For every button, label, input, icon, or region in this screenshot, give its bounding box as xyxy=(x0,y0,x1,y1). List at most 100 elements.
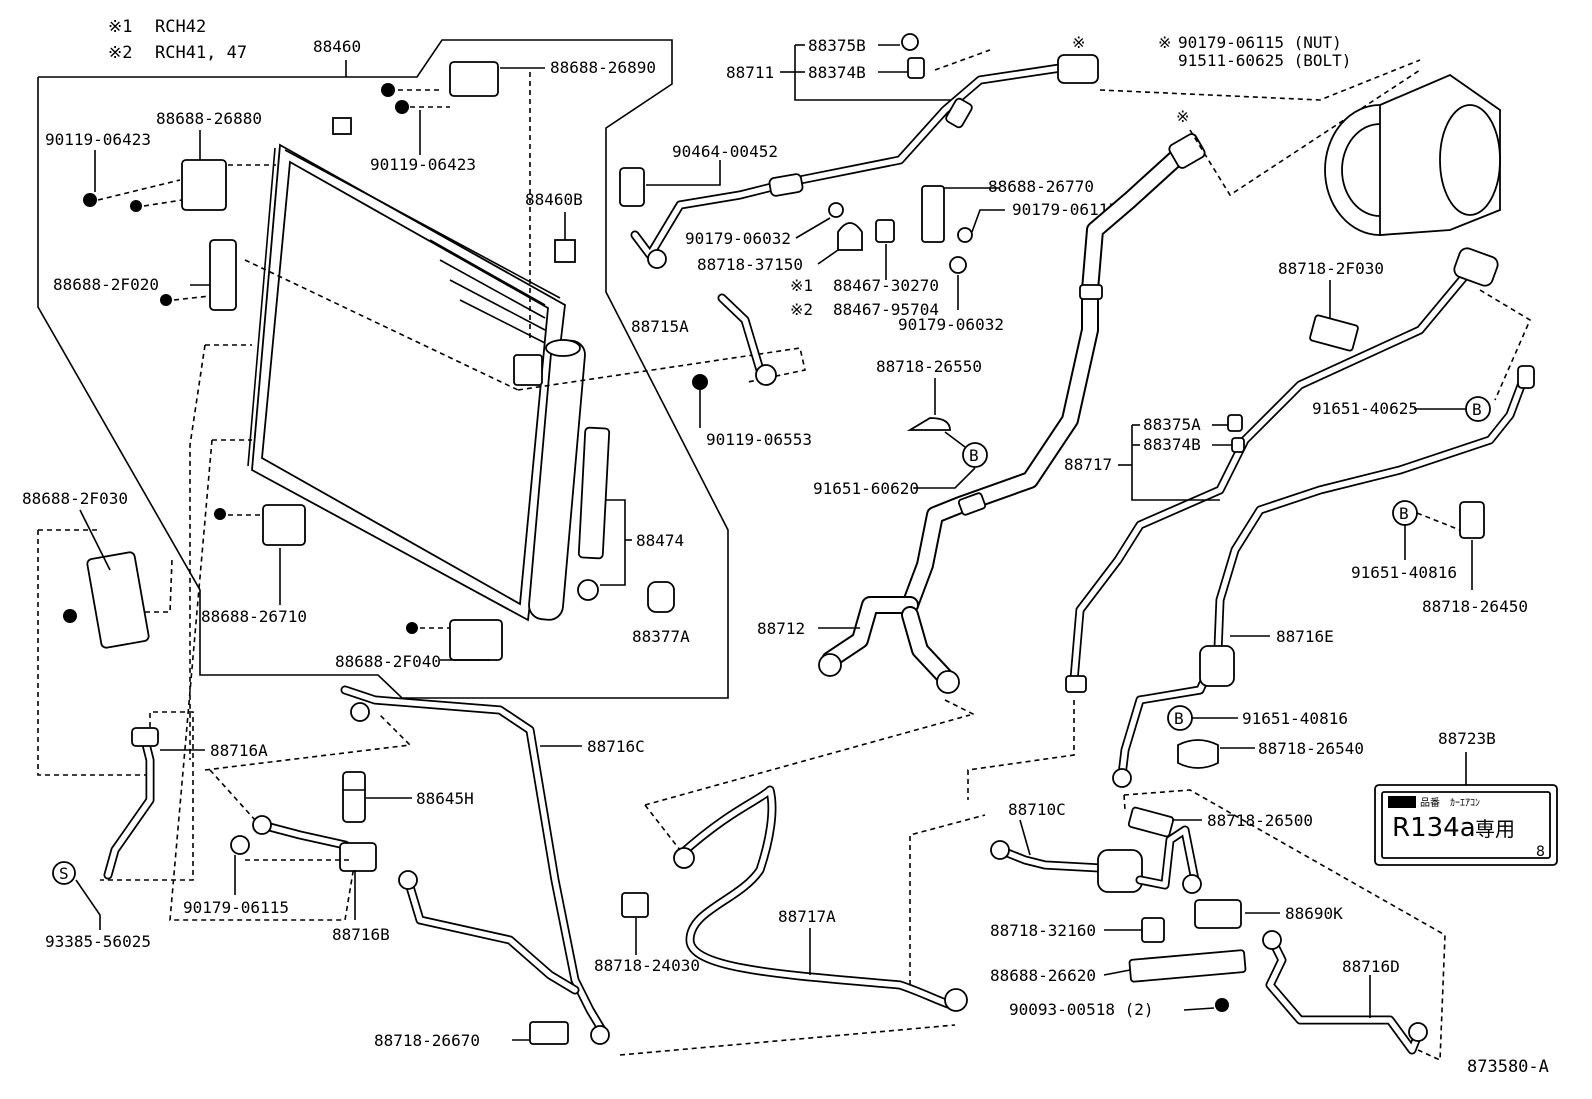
label-90179-06032-b: 90179-06032 xyxy=(898,315,1004,334)
fitting xyxy=(398,870,418,890)
label-88716E: 88716E xyxy=(1276,627,1334,646)
fitting xyxy=(1057,54,1099,84)
pipe-88716D[interactable] xyxy=(1262,930,1428,1055)
label-header-block xyxy=(1388,796,1416,808)
condenser-labels: 88688-26890 88688-26880 90119-06423 9011… xyxy=(22,58,690,671)
pipe-88716E[interactable] xyxy=(1112,365,1535,788)
hose-88712[interactable] xyxy=(818,132,1206,694)
bracket-88688-26710[interactable] xyxy=(262,504,306,546)
bracket-88688-26620[interactable] xyxy=(1128,949,1247,983)
marker-B-text: B xyxy=(969,446,979,465)
bracket-88688-26890[interactable] xyxy=(449,61,499,97)
muffler-body[interactable] xyxy=(1097,849,1143,893)
clip-top[interactable] xyxy=(332,117,352,135)
clamp-88718-37150[interactable] xyxy=(837,222,863,251)
fitting xyxy=(252,815,272,835)
condenser-group-outline xyxy=(37,39,729,699)
fitting xyxy=(1168,133,1206,169)
compressor[interactable] xyxy=(1324,73,1501,236)
clip-88718-32160[interactable] xyxy=(1141,917,1165,943)
label-93385-56025: 93385-56025 xyxy=(45,932,151,951)
bolt-icon[interactable] xyxy=(160,294,172,306)
receiver-tank[interactable] xyxy=(528,339,586,621)
nut-90179-06115[interactable] xyxy=(957,227,973,243)
bolt-icon[interactable] xyxy=(692,374,708,390)
condenser[interactable] xyxy=(247,143,566,622)
label-91651-40625: 91651-40625 xyxy=(1312,399,1418,418)
hose-sleeve xyxy=(768,173,804,197)
bracket-88711 xyxy=(794,45,955,101)
leader xyxy=(79,509,111,571)
valve-core-88374B[interactable] xyxy=(907,57,925,79)
switch-88645H[interactable] xyxy=(342,771,366,823)
bolt-icon[interactable] xyxy=(395,100,409,114)
pipe-88717A[interactable] xyxy=(673,785,968,1012)
clip-90464-00452[interactable] xyxy=(619,167,645,207)
pipe-88717[interactable] xyxy=(1065,246,1500,693)
bracket-88688-2F030[interactable] xyxy=(86,551,150,649)
pressure-switch[interactable] xyxy=(342,771,366,823)
pipe-88716B[interactable] xyxy=(230,815,377,872)
dash xyxy=(97,179,181,201)
cap-88474[interactable] xyxy=(577,579,599,601)
clip-88467[interactable] xyxy=(875,219,895,243)
hose-88711[interactable] xyxy=(630,54,1099,269)
bolt-icon[interactable] xyxy=(63,609,77,623)
dash xyxy=(1479,289,1532,401)
condenser-fin-2 xyxy=(439,259,546,319)
nut-90179-06032[interactable] xyxy=(949,256,967,274)
pipe-88716A[interactable] xyxy=(103,727,159,880)
label-88715A: 88715A xyxy=(631,317,689,336)
bracket-88717 xyxy=(1131,425,1220,501)
pipe-88715A[interactable] xyxy=(717,293,777,386)
bracket-88688-26770[interactable] xyxy=(921,185,945,243)
cap-88377A[interactable] xyxy=(647,581,675,613)
bolt-icon[interactable] xyxy=(83,193,97,207)
label-88688-26770: 88688-26770 xyxy=(988,177,1094,196)
bolt-icon[interactable] xyxy=(381,83,395,97)
leader xyxy=(795,217,831,239)
bolt-icon[interactable] xyxy=(130,200,142,212)
dash xyxy=(204,714,412,771)
bracket-88688-2F040[interactable] xyxy=(449,619,503,661)
fitting xyxy=(647,249,667,269)
condenser-brackets xyxy=(86,61,576,661)
refrigerant-label[interactable]: 品番 ｶｰｴｱｺﾝ R134a 専用 8 xyxy=(1374,784,1558,866)
bolt-icon[interactable] xyxy=(406,622,418,634)
bolt-icon[interactable] xyxy=(214,508,226,520)
nut-90179-06115[interactable] xyxy=(230,835,250,855)
fitting xyxy=(350,702,370,722)
clamp-88718-26450[interactable] xyxy=(1459,501,1485,539)
bracket-88688-26880[interactable] xyxy=(181,159,227,211)
label-88467-30270: 88467-30270 xyxy=(833,276,939,295)
seal-88474[interactable] xyxy=(577,426,611,560)
clip-88460B[interactable] xyxy=(554,239,576,263)
valve-cap-88375A[interactable] xyxy=(1227,414,1243,432)
pipe-88716C[interactable] xyxy=(340,685,610,1045)
valve-cap-88375B[interactable] xyxy=(901,33,919,51)
clamp-88718-26550[interactable] xyxy=(906,417,951,431)
label-small-left: 品番 xyxy=(1420,797,1440,809)
note2-text: RCH41, 47 xyxy=(155,43,247,63)
clamp-88718-26540[interactable] xyxy=(1177,739,1219,769)
hose-band xyxy=(957,492,987,516)
marker-B xyxy=(962,442,988,468)
clamp-88718-2F030[interactable] xyxy=(1309,314,1359,352)
bracket-right-mid[interactable] xyxy=(513,354,543,386)
pipe-88710C[interactable] xyxy=(990,825,1202,894)
dash xyxy=(944,699,976,716)
nut-90179-06032[interactable] xyxy=(828,202,844,218)
label-88467-95704: 88467-95704 xyxy=(833,300,939,319)
leader xyxy=(915,467,976,489)
bracket-88688-2F020[interactable] xyxy=(209,239,237,311)
note1-text: RCH42 xyxy=(155,17,206,37)
bolt-90093-00518[interactable] xyxy=(1215,998,1229,1012)
label-88716A: 88716A xyxy=(210,741,268,760)
clamp-88718-24030[interactable] xyxy=(621,892,649,918)
note1-mark: ※1 xyxy=(108,17,132,37)
bracket-88690K[interactable] xyxy=(1194,899,1242,929)
clamp-88718-26670[interactable] xyxy=(529,1021,569,1045)
label-90179-06115-b: 90179-06115 xyxy=(1012,200,1118,219)
clamp-88718-26500[interactable] xyxy=(1127,806,1175,838)
valve-core-88374B[interactable] xyxy=(1231,437,1245,453)
